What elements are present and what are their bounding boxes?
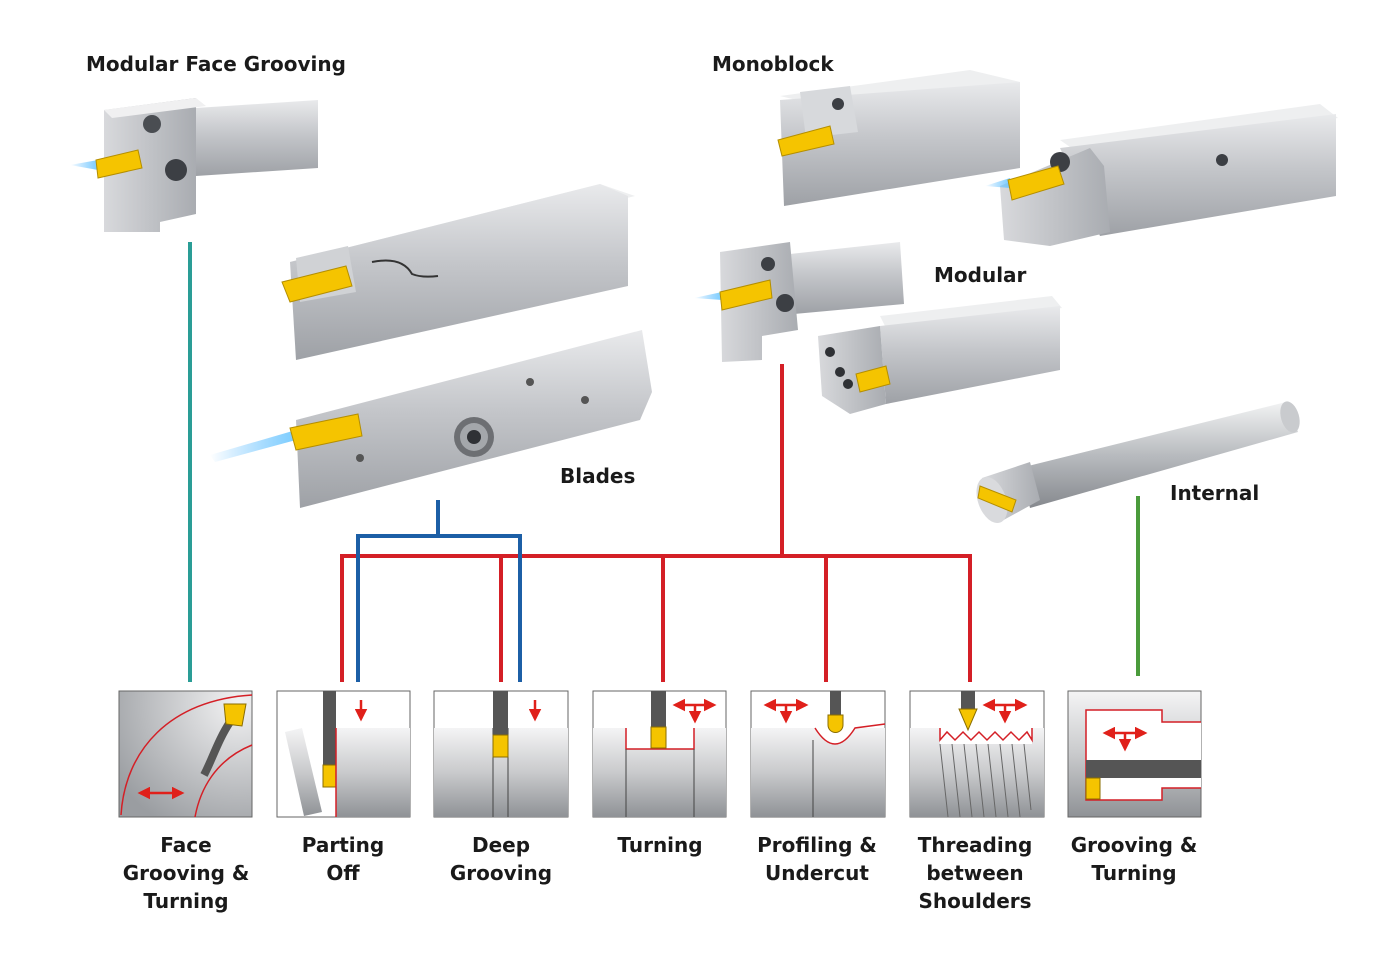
op-label-internal-grooving-turning: Grooving &Turning (1070, 833, 1198, 885)
modular-tool-upper-image (694, 242, 904, 362)
monoblock-tool-small-image (777, 70, 1020, 206)
internal-boring-bar-image (976, 401, 1300, 524)
modular-face-grooving-tool-image (70, 98, 318, 232)
label-blades: Blades (560, 464, 636, 488)
blade-upper-image (281, 184, 635, 360)
op-icon-turning (592, 690, 727, 818)
monoblock-tool-large-image (985, 104, 1338, 246)
blade-lower-image (210, 330, 652, 508)
op-label-turning: Turning (617, 833, 703, 857)
op-icon-parting-off (276, 690, 411, 818)
op-icon-face-grooving (118, 690, 253, 818)
op-icon-profiling-undercut (750, 690, 886, 818)
label-modular-face-grooving: Modular Face Grooving (86, 52, 346, 76)
modular-tool-lower-image (818, 296, 1062, 414)
op-icon-internal-grooving-turning (1067, 690, 1202, 818)
label-monoblock: Monoblock (712, 52, 834, 76)
op-icon-deep-grooving (433, 690, 569, 818)
op-icon-threading (909, 690, 1045, 818)
connector-lines (188, 242, 1140, 682)
label-modular: Modular (934, 263, 1027, 287)
op-label-profiling-undercut: Profiling &Undercut (757, 833, 877, 885)
label-internal: Internal (1170, 481, 1260, 505)
